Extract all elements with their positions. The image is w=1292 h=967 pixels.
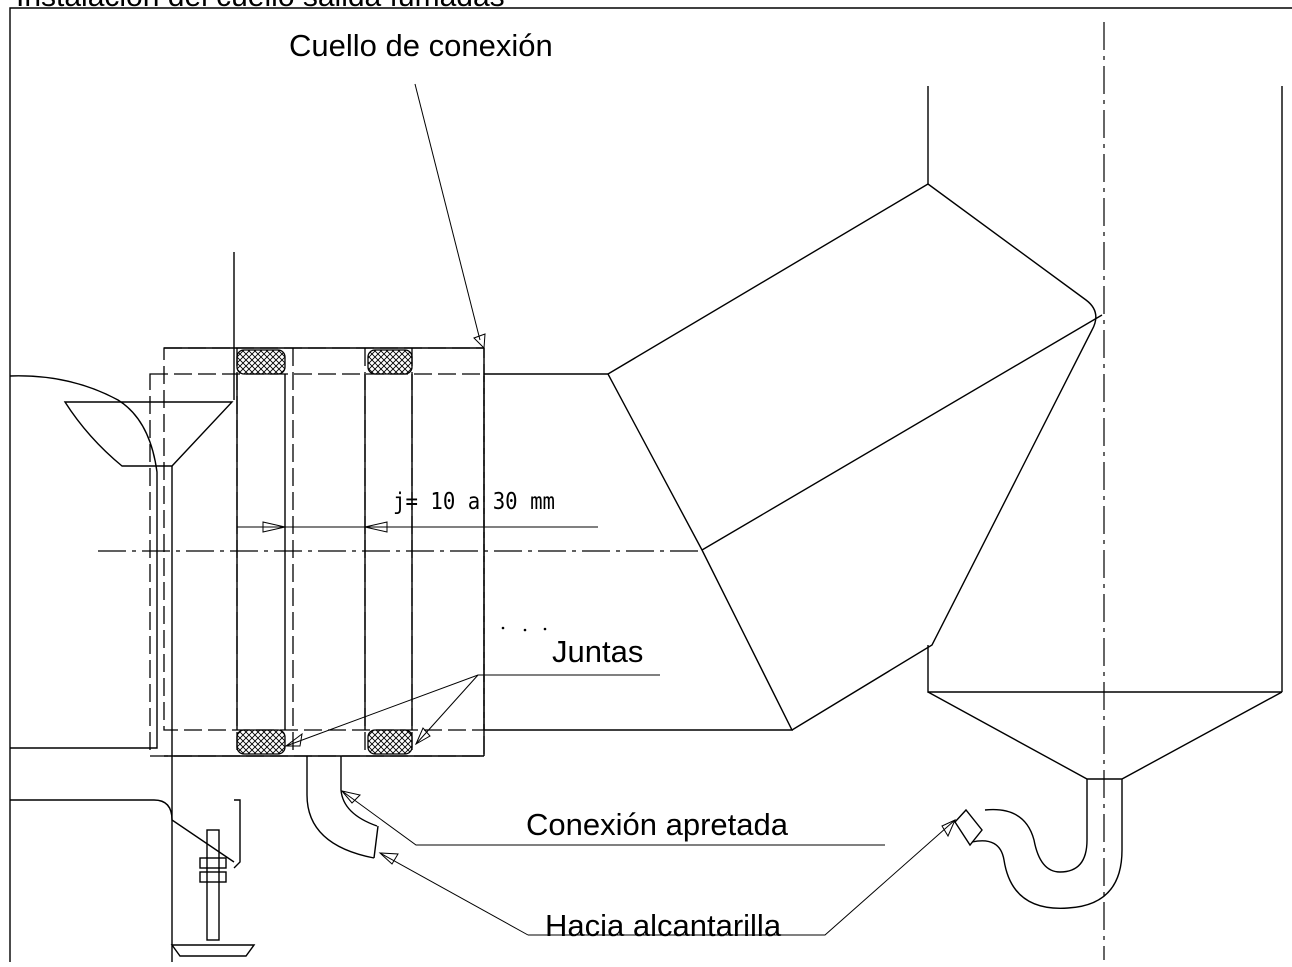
dots: [501, 626, 547, 632]
drain-trap-right: [954, 779, 1123, 909]
gap-dimension: [237, 521, 598, 533]
leader-lines: [284, 83, 956, 936]
adjustable-foot: [170, 829, 256, 957]
appliance-body: [9, 252, 241, 962]
flue-pipe: [484, 86, 1283, 780]
label-gaskets: Juntas: [552, 634, 644, 669]
label-to-drain: Hacia alcantarilla: [545, 908, 782, 943]
frame-border: [9, 7, 1292, 962]
drawing-title: Instalación del cuello salida fumadas: [16, 0, 505, 12]
label-connection-neck: Cuello de conexión: [289, 28, 553, 63]
gaskets: [236, 349, 413, 755]
connection-neck: [149, 347, 485, 757]
drain-trap-left: [306, 756, 379, 859]
label-gap: j= 10 a 30 mm: [393, 489, 556, 515]
label-tight-connection: Conexión apretada: [526, 807, 788, 842]
